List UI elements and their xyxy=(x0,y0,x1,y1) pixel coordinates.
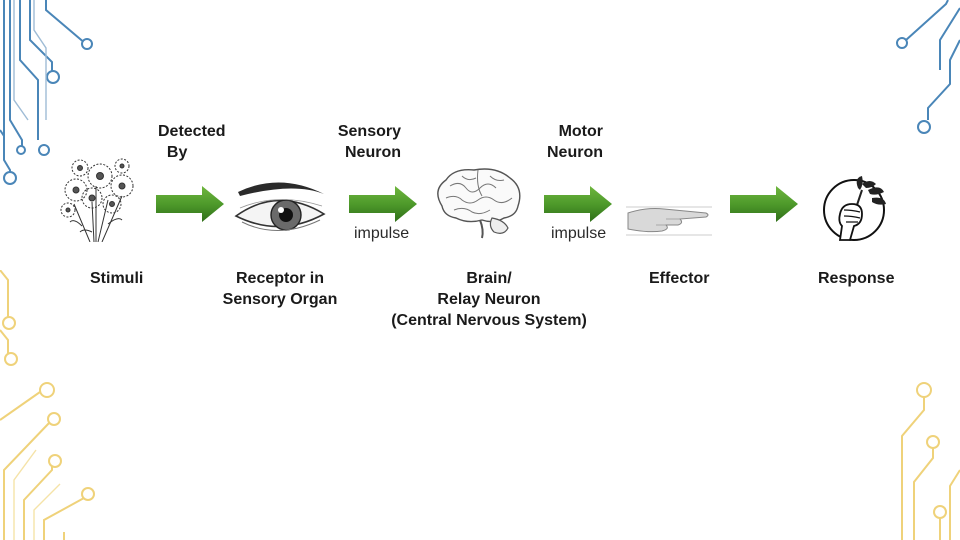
arrow-receptor-to-brain xyxy=(349,186,417,222)
label-brain-cns: Brain/ Relay Neuron (Central Nervous Sys… xyxy=(391,270,587,329)
fist-plant-icon xyxy=(823,176,886,241)
label-effector: Effector xyxy=(649,270,710,287)
arrow-stimuli-to-receptor xyxy=(156,186,224,222)
arrow-effector-to-response xyxy=(730,186,798,222)
flowers-icon xyxy=(60,158,134,242)
label-detected-by: Detected By xyxy=(158,123,226,161)
label-stimuli: Stimuli xyxy=(90,270,144,287)
eye-icon xyxy=(234,182,326,231)
label-motor-neuron: Motor Neuron xyxy=(547,123,603,161)
circuit-decoration-top-right xyxy=(896,0,960,134)
circuit-decoration-bottom-right xyxy=(901,382,960,540)
label-sensory-neuron: Sensory Neuron xyxy=(337,123,401,161)
circuit-decoration-top-left xyxy=(0,0,93,185)
brain-icon xyxy=(437,168,521,239)
label-response: Response xyxy=(818,270,895,287)
arrow-brain-to-effector xyxy=(544,186,612,222)
label-receptor: Receptor in Sensory Organ xyxy=(222,270,338,308)
hand-icon xyxy=(626,199,712,241)
impulse-label-2: impulse xyxy=(551,225,607,242)
impulse-label-1: impulse xyxy=(354,225,410,242)
circuit-decoration-bottom-left xyxy=(0,270,95,540)
